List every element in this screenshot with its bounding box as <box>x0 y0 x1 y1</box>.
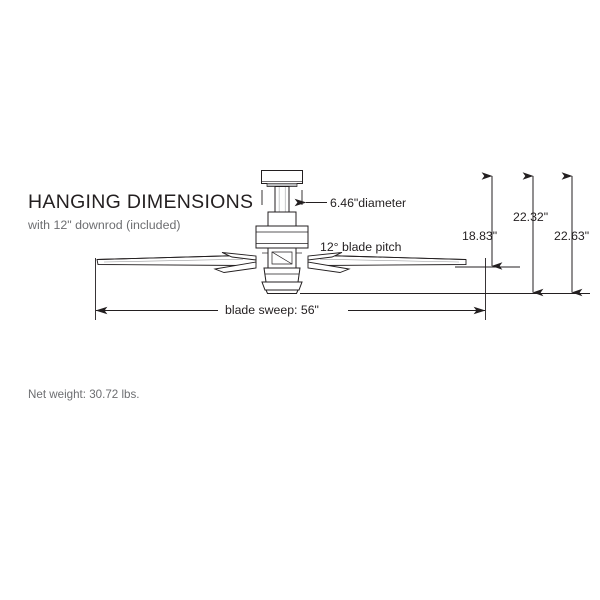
page-title: HANGING DIMENSIONS <box>28 191 254 213</box>
dim-diameter <box>261 190 327 207</box>
label-canopy-diameter: 6.46"diameter <box>330 196 407 210</box>
label-overall-height: 22.63" <box>554 229 590 243</box>
title-block: HANGING DIMENSIONS with 12" downrod (inc… <box>28 191 288 233</box>
page-subtitle: with 12" downrod (included) <box>28 218 181 233</box>
label-height-to-blades: 18.83" <box>462 229 498 243</box>
canopy <box>261 170 303 187</box>
label-height-to-housing-bottom: 22.32" <box>513 210 549 224</box>
label-blade-sweep: blade sweep: 56" <box>222 303 322 317</box>
dimension-annotations <box>95 172 590 320</box>
blade-hub <box>262 247 302 269</box>
blade-left-front <box>213 261 257 273</box>
label-blade-pitch: 12° blade pitch <box>320 240 402 254</box>
dim-blade-sweep <box>95 258 486 320</box>
blade-left-rear <box>221 252 257 261</box>
blade-right-front <box>307 261 351 273</box>
downrod <box>274 186 290 213</box>
blade-right-rear <box>307 252 343 261</box>
label-net-weight: Net weight: 30.72 lbs. <box>28 388 140 401</box>
fan-illustration <box>96 170 467 294</box>
lower-housing <box>261 267 303 294</box>
